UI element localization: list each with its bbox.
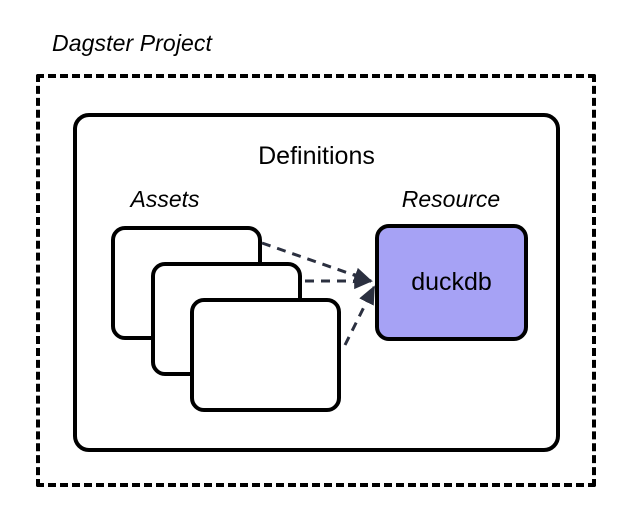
project-boundary-dashed-box (36, 74, 596, 487)
definitions-title: Definitions (258, 142, 375, 170)
duckdb-resource-label: duckdb (411, 268, 492, 296)
assets-group-label: Assets (130, 186, 200, 212)
duckdb-resource-node[interactable]: duckdb (375, 224, 528, 341)
resource-group-label: Resource (401, 186, 501, 212)
asset-card-front[interactable] (190, 298, 341, 412)
project-title: Dagster Project (52, 30, 213, 56)
